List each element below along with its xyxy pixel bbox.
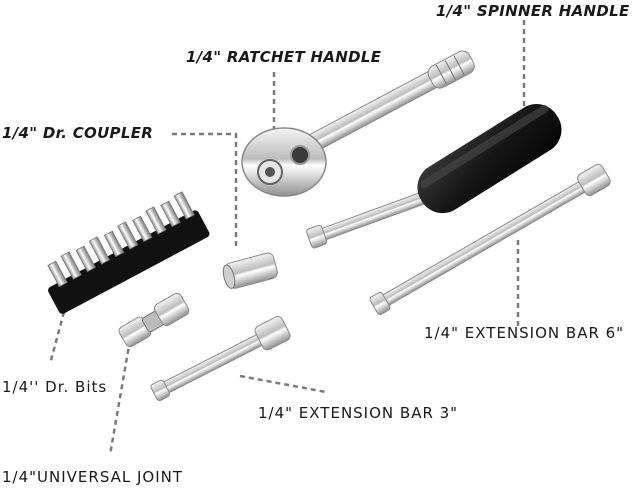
leader-ext3 [239,374,327,394]
coupler-tool [222,252,278,289]
label-bits: 1/4'' Dr. Bits [2,378,108,396]
label-universal-joint: 1/4"UNIVERSAL JOINT [2,468,184,486]
label-extension-6: 1/4" EXTENSION BAR 6" [424,324,625,342]
spinner-handle-tool [306,104,562,249]
ratchet-handle-tool [241,50,475,197]
label-spinner-handle: 1/4" SPINNER HANDLE [436,2,630,20]
leader-bits [48,311,66,365]
label-coupler: 1/4" Dr. COUPLER [2,124,154,142]
extension-bar-3-tool [150,316,291,402]
bit-set-tool [47,191,210,314]
leader-coupler [172,132,238,250]
leader-lines [48,20,526,456]
extension-bar-6-tool [369,163,611,316]
leader-ujoint [108,339,132,456]
label-ratchet-handle: 1/4" RATCHET HANDLE [186,48,382,66]
label-extension-3: 1/4" EXTENSION BAR 3" [258,404,459,422]
universal-joint-tool [118,292,190,348]
